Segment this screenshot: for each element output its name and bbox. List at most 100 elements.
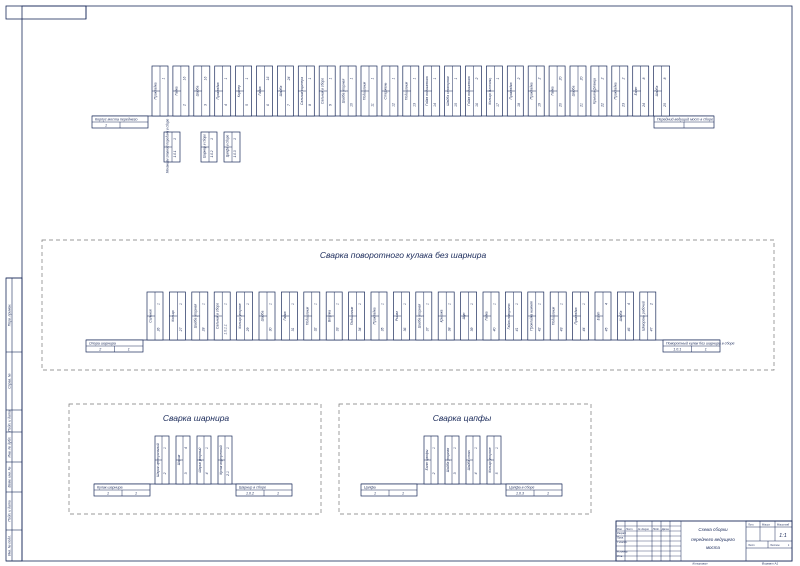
title-block-mass-label: Масса — [762, 523, 770, 527]
component-qty: 1 — [470, 303, 474, 305]
component-number: 22 — [600, 103, 604, 108]
document-title-line: моста — [706, 545, 721, 550]
subassembly-qty: 1 — [173, 138, 177, 140]
box-qty: 1 — [705, 348, 707, 352]
component-qty: 1 — [156, 303, 160, 305]
box-number: 1 — [105, 124, 107, 128]
component-number: 26 — [156, 327, 160, 332]
title-block-copied: Копировал — [693, 562, 708, 566]
component-number: 21 — [579, 103, 583, 108]
box-name: Кулак шарнира — [97, 486, 123, 490]
side-stamp-label: Подп. и дата — [8, 410, 12, 431]
component-name: Шайба упорная — [193, 304, 197, 329]
side-stamp-label: Инв. № подл. — [8, 535, 12, 556]
component-name: Гайка — [283, 311, 287, 320]
component-qty: 2 — [517, 77, 521, 80]
title-block-sheet-label: Лист — [747, 543, 756, 547]
component-qty: 1 — [433, 77, 437, 79]
component-qty: 1 — [246, 303, 250, 305]
component-name: Подшипник — [552, 307, 556, 326]
component-qty: 1 — [245, 77, 249, 79]
component-number: 34 — [358, 327, 362, 331]
component-name: Подшипник — [305, 307, 309, 326]
box-name: Цапфа в сборе — [509, 486, 534, 490]
component-number: 3 — [184, 472, 188, 474]
component-name: Сальник в сборе — [216, 303, 220, 329]
component-qty: 1 — [224, 77, 228, 79]
component-number: 4 — [224, 104, 228, 106]
component-qty: 1 — [537, 303, 541, 305]
component-name: Рычаг — [395, 311, 399, 321]
group-title-trunnion: Сварка цапфы — [433, 413, 492, 423]
box-number: 1.0.1 — [673, 348, 681, 352]
component-number: 7 — [287, 104, 291, 106]
component-name: Кольцо упорное — [488, 447, 492, 472]
component-qty: 1 — [582, 303, 586, 305]
component-number: 8 — [308, 104, 312, 106]
component-number: 38 — [448, 327, 452, 331]
component-qty: 1 — [432, 447, 436, 449]
component-name: Гайка подшипника — [467, 76, 471, 105]
component-number: 3 — [453, 472, 457, 474]
component-name: Болт цапфы — [425, 449, 429, 470]
box-name: Шарнир в сборе — [239, 486, 266, 490]
document-title-line: Схема сборки — [698, 527, 728, 532]
component-name: Гайка — [551, 86, 555, 95]
component-qty: 1 — [453, 447, 457, 449]
corner-stamp — [5, 5, 87, 20]
component-name: Прокладка — [509, 82, 513, 99]
component-qty: 2 — [538, 77, 542, 80]
component-name: Шайба — [655, 86, 659, 97]
component-number: 41 — [515, 327, 519, 331]
component-name: Кулак внутренний — [219, 445, 223, 474]
title-block-scale-label: Масштаб — [777, 523, 790, 527]
component-name: Шарик упорный — [198, 447, 202, 472]
component-name: Шкворень рабочий — [641, 301, 645, 331]
subassembly-qty: 1 — [233, 138, 237, 140]
group-title-hinge: Сварка шарнира — [163, 413, 230, 423]
title-block-sheets-label: Листов — [769, 543, 780, 547]
component-name: Шайба — [619, 311, 623, 322]
subassembly-name: Шарнир в сборе — [203, 134, 207, 158]
component-qty: 2 — [600, 77, 604, 80]
component-name: Сальник в сборе — [321, 78, 325, 104]
component-qty: 1 — [358, 303, 362, 305]
component-box: Шайба стоп.41 — [465, 435, 481, 485]
component-name: Подшипник — [350, 307, 354, 326]
component-number: 14 — [433, 103, 437, 107]
component-number: 2 — [432, 472, 436, 475]
component-qty: 1 — [370, 77, 374, 79]
group-title-knuckle: Сварка поворотного кулака без шарнира — [320, 250, 487, 260]
component-number: 24 — [642, 103, 646, 108]
component-name: Подшипник — [404, 82, 408, 101]
component-qty: 2 — [475, 77, 479, 80]
group-frame-hinge — [68, 403, 322, 515]
component-name: Гайка — [484, 311, 488, 320]
component-qty: 2 — [621, 77, 625, 80]
component-name: Болт — [596, 311, 600, 320]
component-qty: 1 — [329, 77, 333, 79]
component-name: Кольцо упорное — [238, 303, 242, 328]
component-number: 23 — [621, 103, 625, 108]
component-name: Крышка фланца — [592, 78, 596, 104]
component-name: Шайба — [260, 311, 264, 322]
